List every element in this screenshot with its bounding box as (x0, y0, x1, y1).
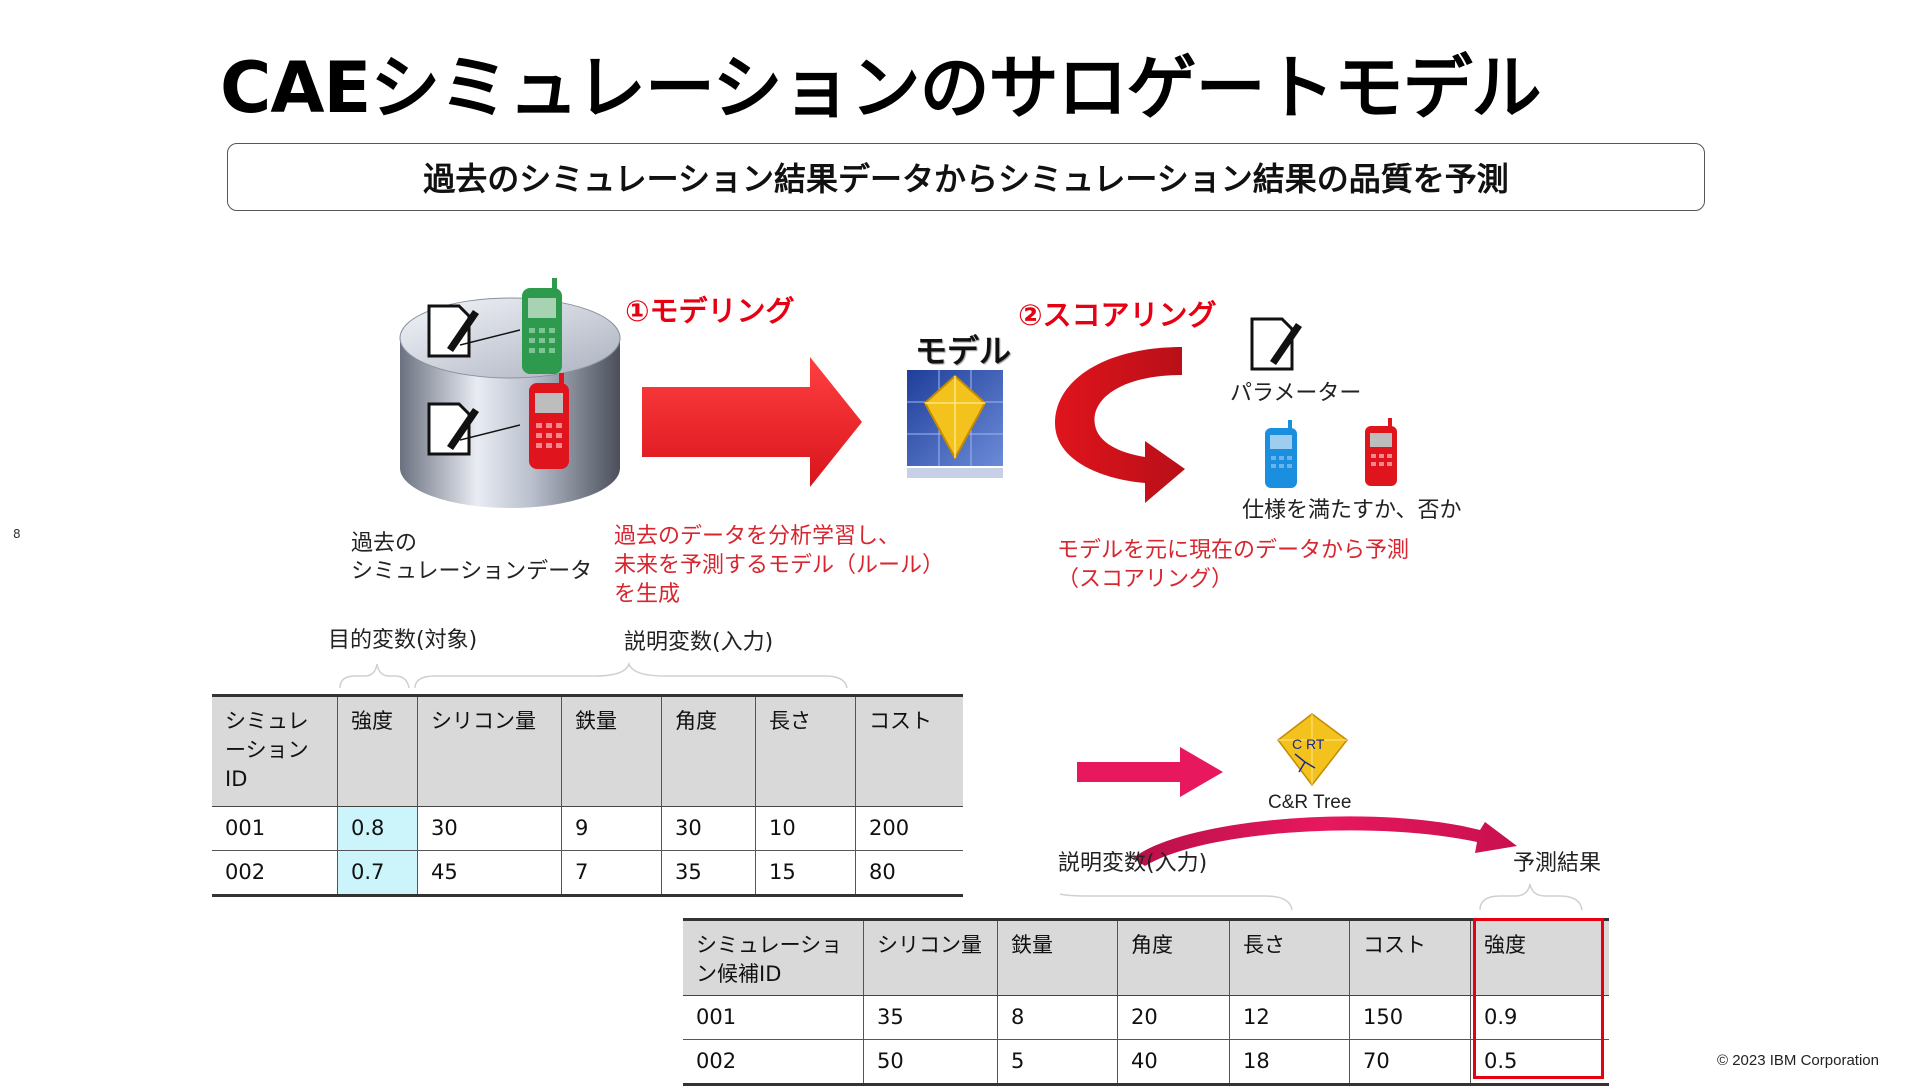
mobile-phone-icon (525, 373, 575, 473)
variable-braces (335, 660, 855, 690)
spec-question: 仕様を満たすか、否か (1242, 492, 1462, 524)
table-cell: 10 (756, 807, 856, 851)
table-cell: 002 (212, 851, 338, 896)
column-header: 強度 (338, 696, 418, 807)
arrow-right-icon (1075, 745, 1225, 800)
column-header: 長さ (756, 696, 856, 807)
table-cell: 0.7 (338, 851, 418, 896)
column-header: シリコン量 (864, 920, 998, 996)
connector-lines (460, 325, 520, 445)
table-cell: 002 (683, 1040, 864, 1085)
table-cell: 35 (864, 996, 998, 1040)
step2-label: ②スコアリング (1018, 292, 1217, 334)
table-row: 001 35 8 20 12 150 0.9 (683, 996, 1609, 1040)
table-cell: 20 (1118, 996, 1230, 1040)
table-cell: 80 (856, 851, 964, 896)
scoring-explanatory-label: 説明変数(入力) (1058, 845, 1207, 877)
column-header: 角度 (662, 696, 756, 807)
scoring-table: シミュレーショ ン候補ID シリコン量 鉄量 角度 長さ コスト 強度 001 … (683, 918, 1609, 1086)
mobile-phone-icon (1362, 418, 1402, 488)
table-cell: 9 (562, 807, 662, 851)
table-cell: 18 (1230, 1040, 1350, 1085)
model-label: モデル (915, 326, 1011, 372)
table-header-row: シミュレーショ ン候補ID シリコン量 鉄量 角度 長さ コスト 強度 (683, 920, 1609, 996)
subtitle-box: 過去のシミュレーション結果データからシミュレーション結果の品質を予測 (227, 143, 1705, 211)
mobile-phone-icon (518, 278, 568, 378)
table-cell: 50 (864, 1040, 998, 1085)
variable-braces (1060, 880, 1620, 912)
copyright: © 2023 IBM Corporation (1717, 1052, 1879, 1069)
table-row: 002 50 5 40 18 70 0.5 (683, 1040, 1609, 1085)
column-header: 鉄量 (562, 696, 662, 807)
column-header: シミュレーショ ン候補ID (683, 920, 864, 996)
column-header: シリコン量 (418, 696, 562, 807)
model-gem-icon (905, 368, 1005, 480)
subtitle-text: 過去のシミュレーション結果データからシミュレーション結果の品質を予測 (423, 154, 1508, 200)
parameter-label: パラメーター (1230, 375, 1361, 407)
document-icon (1248, 315, 1308, 375)
column-header: シミュレ ーション ID (212, 696, 338, 807)
table-cell: 8 (998, 996, 1118, 1040)
step1-description: 過去のデータを分析学習し、 未来を予測するモデル（ルール） を生成 (614, 522, 944, 609)
table-cell: 40 (1118, 1040, 1230, 1085)
step1-label: ①モデリング (625, 288, 795, 330)
table-cell: 5 (998, 1040, 1118, 1085)
page-title: CAEシミュレーションのサロゲートモデル (220, 32, 1541, 133)
training-table: シミュレ ーション ID 強度 シリコン量 鉄量 角度 長さ コスト 001 0… (212, 694, 963, 897)
prediction-highlight-box (1473, 918, 1604, 1079)
column-header: コスト (1350, 920, 1471, 996)
table-cell: 30 (418, 807, 562, 851)
table-cell: 12 (1230, 996, 1350, 1040)
table-row: 001 0.8 30 9 30 10 200 (212, 807, 963, 851)
table-row: 002 0.7 45 7 35 15 80 (212, 851, 963, 896)
target-variable-label: 目的変数(対象) (328, 622, 477, 654)
explanatory-variable-label: 説明変数(入力) (624, 624, 773, 656)
arrow-right-icon (640, 355, 865, 490)
mobile-phone-icon (1262, 420, 1302, 490)
table-cell: 70 (1350, 1040, 1471, 1085)
table-header-row: シミュレ ーション ID 強度 シリコン量 鉄量 角度 長さ コスト (212, 696, 963, 807)
column-header: 角度 (1118, 920, 1230, 996)
column-header: 長さ (1230, 920, 1350, 996)
table-cell: 7 (562, 851, 662, 896)
table-cell: 30 (662, 807, 756, 851)
database-caption: 過去の シミュレーションデータ (351, 530, 592, 586)
step2-description: モデルを元に現在のデータから予測 （スコアリング） (1057, 536, 1409, 594)
cr-tree-icon-text: C RT (1292, 736, 1325, 752)
table-cell: 200 (856, 807, 964, 851)
table-cell: 001 (212, 807, 338, 851)
column-header: 鉄量 (998, 920, 1118, 996)
table-cell: 35 (662, 851, 756, 896)
cr-tree-icon: C RT (1275, 712, 1350, 787)
table-cell: 45 (418, 851, 562, 896)
curved-arrow-icon (1050, 345, 1200, 505)
prediction-label: 予測結果 (1513, 845, 1601, 877)
slide-number: 8 (13, 527, 21, 541)
table-cell: 0.8 (338, 807, 418, 851)
column-header: コスト (856, 696, 964, 807)
table-cell: 150 (1350, 996, 1471, 1040)
table-cell: 15 (756, 851, 856, 896)
table-cell: 001 (683, 996, 864, 1040)
